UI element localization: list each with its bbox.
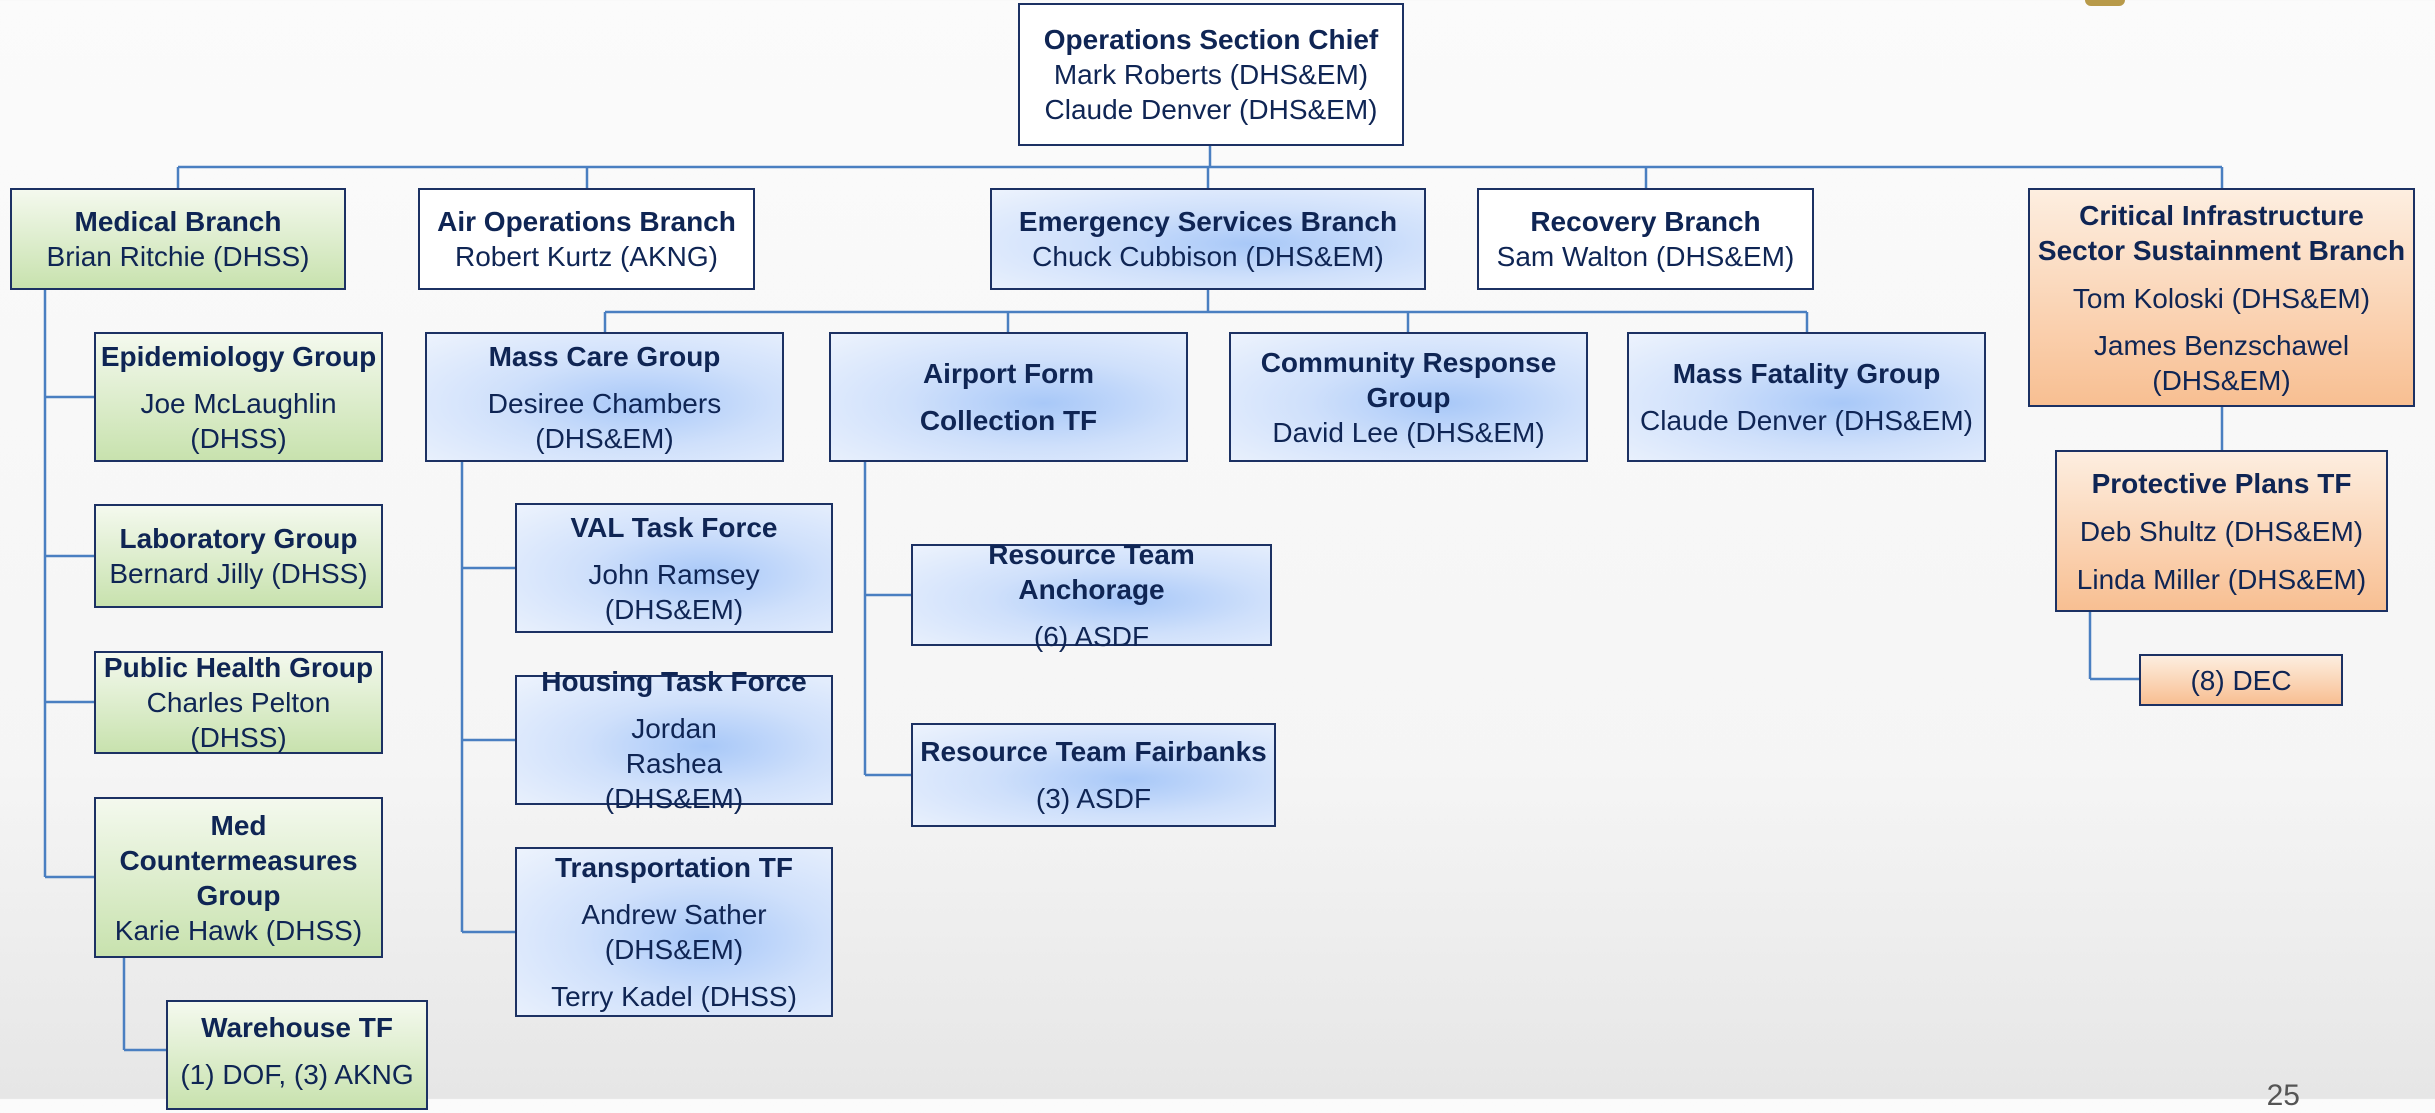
chief-person-1: Mark Roberts (DHS&EM) bbox=[1053, 59, 1369, 90]
airport-form-subtitle: Collection TF bbox=[919, 405, 1098, 436]
public-health-group-person: Charles Pelton (DHSS) bbox=[146, 687, 331, 753]
emergency-services-branch-box: Emergency Services Branch Chuck Cubbison… bbox=[990, 188, 1426, 290]
protective-plans-tf-box: Protective Plans TF Deb Shultz (DHS&EM) … bbox=[2055, 450, 2388, 612]
warehouse-tf-person: (1) DOF, (3) AKNG bbox=[180, 1059, 414, 1090]
mass-fatality-group-box: Mass Fatality Group Claude Denver (DHS&E… bbox=[1627, 332, 1986, 462]
transportation-tf-box: Transportation TF Andrew Sather (DHS&EM)… bbox=[515, 847, 833, 1017]
air-ops-branch-title: Air Operations Branch bbox=[437, 206, 736, 237]
val-task-force-title: VAL Task Force bbox=[570, 511, 778, 543]
mass-care-group-title: Mass Care Group bbox=[488, 340, 721, 372]
critical-branch-person-1: Tom Koloski (DHS&EM) bbox=[2072, 282, 2371, 314]
medical-branch-box: Medical Branch Brian Ritchie (DHSS) bbox=[10, 188, 346, 290]
critical-infrastructure-branch-box: Critical Infrastructure Sector Sustainme… bbox=[2028, 188, 2415, 407]
val-task-force-person: John Ramsey (DHS&EM) bbox=[588, 558, 760, 625]
community-response-group-title: Community Response Group bbox=[1260, 346, 1557, 413]
protective-plans-tf-title: Protective Plans TF bbox=[2091, 467, 2352, 499]
housing-task-force-person: Jordan Rashea (DHS&EM) bbox=[604, 713, 744, 814]
resource-team-anchorage-title: Resource Team Anchorage bbox=[988, 538, 1195, 605]
resource-team-fairbanks-box: Resource Team Fairbanks (3) ASDF bbox=[911, 723, 1276, 827]
chief-title: Operations Section Chief bbox=[1043, 24, 1379, 55]
resource-team-anchorage-person: (6) ASDF bbox=[1033, 620, 1150, 652]
mass-fatality-group-person: Claude Denver (DHS&EM) bbox=[1640, 405, 1973, 436]
med-countermeasures-group-title: Med Countermeasures Group bbox=[119, 809, 358, 911]
laboratory-group-box: Laboratory Group Bernard Jilly (DHSS) bbox=[94, 504, 383, 608]
recovery-branch-box: Recovery Branch Sam Walton (DHS&EM) bbox=[1477, 188, 1814, 290]
resource-team-fairbanks-person: (3) ASDF bbox=[1035, 783, 1152, 814]
air-ops-branch-person: Robert Kurtz (AKNG) bbox=[455, 241, 718, 272]
airport-form-title: Airport Form bbox=[922, 358, 1095, 389]
val-task-force-box: VAL Task Force John Ramsey (DHS&EM) bbox=[515, 503, 833, 633]
dec-box: (8) DEC bbox=[2139, 654, 2343, 706]
critical-branch-person-2: James Benzschawel (DHS&EM) bbox=[2093, 329, 2350, 396]
public-health-group-box: Public Health Group Charles Pelton (DHSS… bbox=[94, 651, 383, 754]
epidemiology-group-title: Epidemiology Group bbox=[100, 340, 377, 372]
mass-care-group-person: Desiree Chambers (DHS&EM) bbox=[487, 387, 722, 454]
warehouse-tf-box: Warehouse TF (1) DOF, (3) AKNG bbox=[166, 1000, 428, 1110]
emergency-branch-person: Chuck Cubbison (DHS&EM) bbox=[1032, 241, 1384, 272]
mass-care-group-box: Mass Care Group Desiree Chambers (DHS&EM… bbox=[425, 332, 784, 462]
community-response-group-person: David Lee (DHS&EM) bbox=[1272, 416, 1545, 448]
mass-fatality-group-title: Mass Fatality Group bbox=[1672, 358, 1941, 389]
dec-person: (8) DEC bbox=[2190, 664, 2292, 696]
community-response-group-box: Community Response Group David Lee (DHS&… bbox=[1229, 332, 1588, 462]
logo-icon bbox=[2085, 0, 2125, 6]
protective-plans-tf-person-1: Deb Shultz (DHS&EM) bbox=[2079, 515, 2364, 547]
med-countermeasures-group-person: Karie Hawk (DHSS) bbox=[114, 914, 363, 946]
critical-branch-title: Critical Infrastructure Sector Sustainme… bbox=[2037, 199, 2406, 266]
recovery-branch-person: Sam Walton (DHS&EM) bbox=[1496, 241, 1795, 272]
medical-branch-title: Medical Branch bbox=[74, 206, 282, 237]
public-health-group-title: Public Health Group bbox=[103, 652, 374, 683]
laboratory-group-person: Bernard Jilly (DHSS) bbox=[109, 558, 368, 589]
recovery-branch-title: Recovery Branch bbox=[1530, 206, 1761, 237]
airport-form-collection-box: Airport Form Collection TF bbox=[829, 332, 1188, 462]
epidemiology-group-person: Joe McLaughlin (DHSS) bbox=[140, 387, 337, 454]
laboratory-group-title: Laboratory Group bbox=[119, 523, 358, 554]
housing-task-force-box: Housing Task Force Jordan Rashea (DHS&EM… bbox=[515, 666, 833, 814]
epidemiology-group-box: Epidemiology Group Joe McLaughlin (DHSS) bbox=[94, 332, 383, 462]
transportation-tf-title: Transportation TF bbox=[555, 852, 793, 883]
emergency-branch-title: Emergency Services Branch bbox=[1018, 206, 1398, 237]
protective-plans-tf-person-2: Linda Miller (DHS&EM) bbox=[2076, 563, 2367, 595]
page-number: 25 bbox=[2266, 1079, 2300, 1112]
resource-team-anchorage-box: Resource Team Anchorage (6) ASDF bbox=[911, 539, 1272, 652]
housing-task-force-title: Housing Task Force bbox=[541, 666, 807, 697]
air-operations-branch-box: Air Operations Branch Robert Kurtz (AKNG… bbox=[418, 188, 755, 290]
transportation-tf-person-1: Andrew Sather (DHS&EM) bbox=[581, 899, 767, 965]
medical-branch-person: Brian Ritchie (DHSS) bbox=[46, 241, 310, 272]
warehouse-tf-title: Warehouse TF bbox=[201, 1012, 393, 1043]
resource-team-fairbanks-title: Resource Team Fairbanks bbox=[920, 736, 1267, 767]
med-countermeasures-group-box: Med Countermeasures Group Karie Hawk (DH… bbox=[94, 797, 383, 958]
chief-person-2: Claude Denver (DHS&EM) bbox=[1044, 94, 1378, 125]
operations-section-chief-box: Operations Section Chief Mark Roberts (D… bbox=[1018, 3, 1404, 146]
transportation-tf-person-2: Terry Kadel (DHSS) bbox=[551, 981, 797, 1012]
